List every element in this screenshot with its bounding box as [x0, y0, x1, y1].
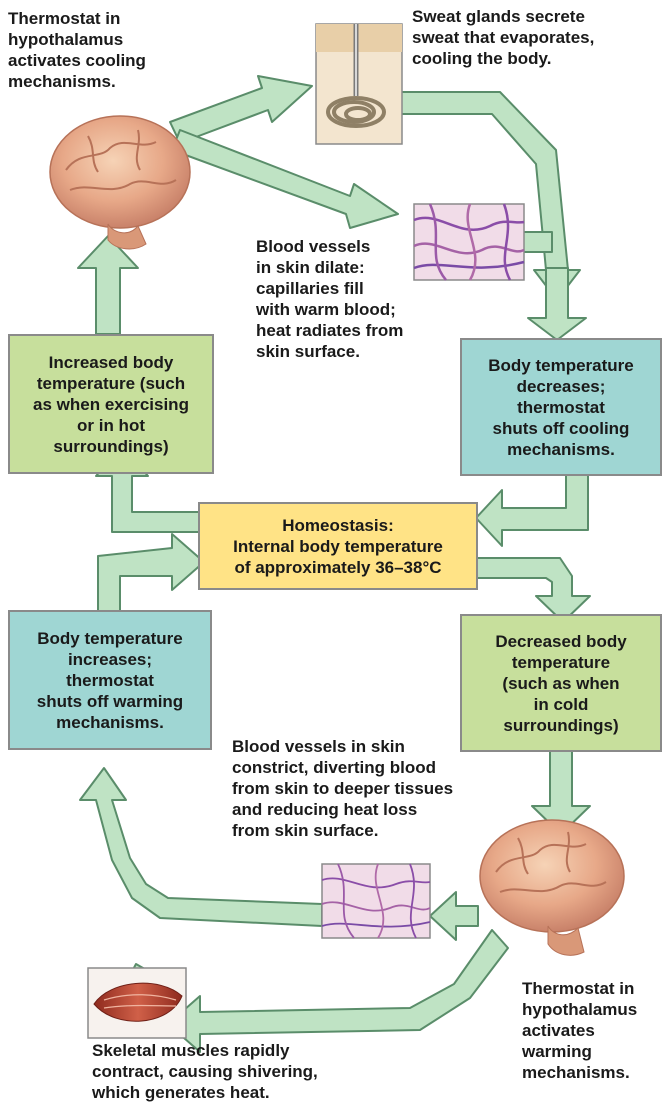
muscle-icon: [88, 968, 186, 1038]
label-vessels-constrict: Blood vessels in skin constrict, diverti…: [232, 736, 492, 841]
box-body-temperature-decreases: Body temperature decreases; thermostat s…: [460, 338, 662, 476]
arrow-brain-to-constrict: [430, 892, 478, 940]
arrow-increased-to-brain: [78, 236, 138, 334]
box-body-temperature-increases: Body temperature increases; thermostat s…: [8, 610, 212, 750]
sweat-gland-icon: [316, 24, 402, 144]
label-sweat-glands: Sweat glands secrete sweat that evaporat…: [412, 6, 662, 69]
box-increased-body-temperature: Increased body temperature (such as when…: [8, 334, 214, 474]
arrow-brain-to-muscle: [168, 930, 508, 1052]
arrow-into-decreases: [528, 268, 586, 340]
arrow-increases-to-homeostasis: [98, 534, 204, 612]
box-decreased-body-temperature: Decreased body temperature (such as when…: [460, 614, 662, 752]
label-thermostat-warming: Thermostat in hypothalamus activates war…: [522, 978, 662, 1083]
arrow-capillaries-join: [520, 232, 552, 252]
label-skeletal-muscles: Skeletal muscles rapidly contract, causi…: [92, 1040, 392, 1103]
brain-icon-cooling: [50, 116, 190, 249]
capillaries-icon-constricted: [322, 864, 430, 938]
label-thermostat-cooling: Thermostat in hypothalamus activates coo…: [8, 8, 208, 92]
brain-icon-warming: [480, 820, 624, 955]
box-homeostasis: Homeostasis: Internal body temperature o…: [198, 502, 478, 590]
arrow-homeostasis-to-decreased: [476, 558, 590, 622]
arrow-decreases-to-homeostasis: [476, 474, 588, 546]
label-vessels-dilate: Blood vessels in skin dilate: capillarie…: [256, 236, 456, 362]
